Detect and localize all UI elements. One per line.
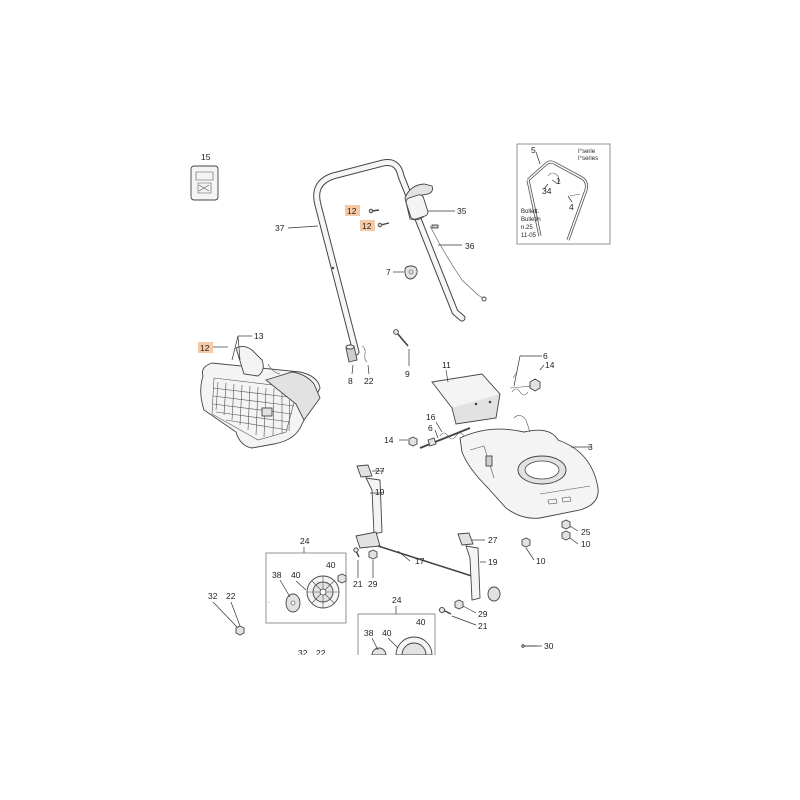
part-10-nut-lower[interactable] [521,537,531,548]
part-9-bolt[interactable] [393,329,409,347]
callout-40-right-a: 40 [382,628,392,638]
wheel-assembly-24-right[interactable] [357,613,436,656]
callout-3: 3 [588,442,593,452]
callout-13: 13 [254,331,264,341]
callout-6-upper: 6 [543,351,548,361]
callout-37: 37 [275,223,285,233]
inset-callout-34: 34 [542,186,552,196]
part-25-bolt[interactable] [561,519,571,530]
inset-bulletin-3: n.25 [521,225,533,231]
callout-17: 17 [415,556,425,566]
inset-serie-en: I°series [578,156,598,162]
part-32-nut-lower-left[interactable] [235,625,245,636]
callout-7: 7 [386,267,391,277]
part-11-rear-flap[interactable] [431,373,501,425]
inset-bulletin-4: 11-05 [521,233,537,239]
inset-first-series-handle [516,143,611,245]
callout-9: 9 [405,369,410,379]
part-19-bracket-right[interactable] [465,545,501,602]
callout-15: 15 [201,152,211,162]
callout-16: 16 [426,412,436,422]
part-13-grass-catcher[interactable] [200,345,321,449]
callout-19-right: 19 [488,557,498,567]
part-7-knob[interactable] [404,265,418,280]
callout-27-right: 27 [488,535,498,545]
callout-22-handle: 22 [364,376,374,386]
crop-mask [0,655,800,800]
part-10-nut-deck[interactable] [561,530,571,541]
callout-12c: 12 [200,343,210,353]
highlight-12a [345,205,360,216]
callout-40-left-b: 40 [326,560,336,570]
part-6-spring-upper[interactable] [509,371,533,396]
part-15-sticker[interactable] [190,165,219,201]
wheel-assembly-24-left[interactable]: · [265,552,347,624]
callout-35: 35 [457,206,467,216]
callout-12a: 12 [347,206,357,216]
callout-19-left: 19 [375,487,385,497]
part-21-bolt-left[interactable] [353,547,360,558]
inset-bulletin-2: Bulletin [521,217,541,223]
highlight-12c [198,342,213,353]
callout-32-left: 32 [208,591,218,601]
part-30-pin[interactable] [521,644,538,648]
callout-32-bottom: 32 [298,648,308,658]
callout-22-bottom: 22 [316,648,326,658]
callout-27-left: 27 [375,466,385,476]
inset-callout-1: 1 [556,176,561,186]
callout-24-right: 24 [392,595,402,605]
inset-callout-4: 4 [569,202,574,212]
callout-36: 36 [465,241,475,251]
callout-10-deck: 10 [581,539,591,549]
callout-40-right-b: 40 [416,617,426,627]
part-8-bushing[interactable] [345,344,358,363]
callout-6-rod: 6 [428,423,433,433]
svg-text:·: · [268,600,270,606]
part-14-nut-upper[interactable] [529,378,541,392]
callout-10-lower: 10 [536,556,546,566]
callout-12b: 12 [362,221,372,231]
inset-serie-it: I°serie [578,149,596,155]
callout-11: 11 [442,360,451,370]
part-14-nut-rod[interactable] [408,436,418,447]
part-35-control-lever[interactable] [404,183,433,221]
part-27-lever-left[interactable] [356,464,373,478]
callout-38-left: 38 [272,570,282,580]
callout-29-right: 29 [478,609,488,619]
callout-38-right: 38 [364,628,374,638]
callout-14-upper: 14 [545,360,555,370]
callout-40-left-a: 40 [291,570,301,580]
callout-8: 8 [348,376,353,386]
callout-25: 25 [581,527,591,537]
callout-30: 30 [544,641,554,651]
highlight-12b [360,220,375,231]
callout-24-left: 24 [300,536,310,546]
part-29-nut-right[interactable] [454,599,464,610]
part-36-cable[interactable] [429,224,487,302]
part-12-screw-a[interactable] [368,208,380,214]
part-21-bolt-right[interactable] [438,606,452,615]
part-29-nut-left[interactable] [368,549,378,560]
part-22-pin[interactable] [361,345,368,363]
part-16-rear-rod[interactable] [419,427,471,449]
callout-22-left: 22 [226,591,236,601]
callout-21-right: 21 [478,621,488,631]
part-12-screw-b[interactable] [377,222,390,228]
part-3-deck[interactable] [459,415,599,519]
part-37-handle[interactable] [313,159,466,356]
part-6-spring-rod[interactable] [439,432,465,440]
inset-callout-5: 5 [531,145,536,155]
callout-21-left: 21 [353,579,363,589]
part-17-axle[interactable] [377,545,479,579]
part-27-lever-right[interactable] [457,532,474,546]
inset-bulletin-1: Bollett. [521,209,540,215]
callout-14-rod: 14 [384,435,394,445]
callout-29-left: 29 [368,579,378,589]
